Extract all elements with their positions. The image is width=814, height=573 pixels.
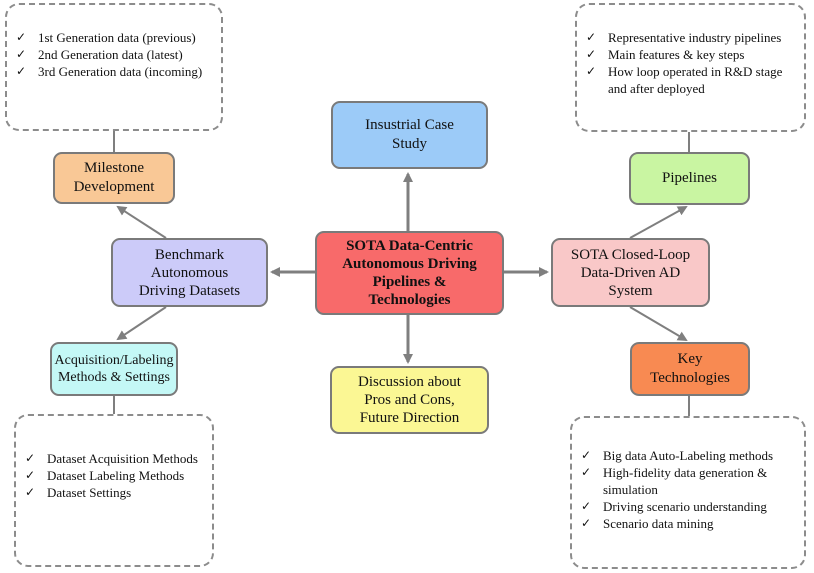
check-icon: ✓: [586, 30, 597, 44]
benchmark-line: Benchmark: [154, 246, 225, 263]
benchmark-line: Driving Datasets: [138, 282, 241, 299]
center-node-line: Autonomous Driving: [342, 256, 477, 272]
discussion-line: Discussion about: [358, 374, 461, 390]
check-icon: ✓: [581, 448, 592, 462]
check-icon: ✓: [16, 64, 27, 78]
center-node: SOTA Data-Centric Autonomous Driving Pip…: [315, 231, 504, 315]
pipelines-note-item: ✓Main features & key steps: [586, 47, 745, 62]
milestone-note: ✓1st Generation data (previous) ✓2nd Gen…: [5, 3, 223, 131]
key-technologies-note-item: ✓High-fidelity data generation & simulat…: [581, 465, 768, 497]
check-icon: ✓: [25, 468, 36, 482]
check-icon: ✓: [16, 47, 27, 61]
center-node-line: SOTA Data-Centric: [346, 238, 473, 254]
acquisition-node: Acquisition/Labeling Methods & Settings: [50, 342, 178, 396]
check-icon: ✓: [581, 499, 592, 513]
key-technologies-note-item: ✓Scenario data mining: [581, 516, 714, 531]
key-technologies-line: Key: [677, 351, 703, 367]
key-technologies-note-item: ✓Big data Auto-Labeling methods: [581, 448, 774, 463]
case-study-line: Insustrial Case: [365, 117, 454, 133]
milestone-node: Milestone Development: [53, 152, 175, 204]
key-technologies-node: Key Technologies: [630, 342, 750, 396]
check-icon: ✓: [16, 30, 27, 44]
milestone-note-item: ✓2nd Generation data (latest): [16, 47, 183, 62]
closed-loop-line: System: [608, 282, 653, 299]
key-technologies-note: ✓Big data Auto-Labeling methods ✓High-fi…: [570, 416, 806, 569]
check-icon: ✓: [586, 64, 597, 78]
acquisition-note-item: ✓Dataset Settings: [25, 485, 132, 500]
arrow-to-pipelines: [629, 206, 688, 239]
case-study-node: Insustrial Case Study: [331, 101, 488, 169]
arrow-to-key-technologies: [629, 306, 688, 342]
acquisition-note-item: ✓Dataset Acquisition Methods: [25, 451, 198, 466]
discussion-node: Discussion about Pros and Cons, Future D…: [330, 366, 489, 434]
acquisition-note-item: ✓Dataset Labeling Methods: [25, 468, 185, 483]
check-icon: ✓: [581, 465, 592, 479]
pipelines-node: Pipelines: [629, 152, 750, 205]
closed-loop-node: SOTA Closed-Loop Data-Driven AD System: [551, 238, 710, 307]
pipelines-note-item: ✓How loop operated in R&D stage and afte…: [586, 64, 783, 96]
closed-loop-line: SOTA Closed-Loop: [570, 246, 691, 263]
milestone-line: Milestone: [84, 160, 144, 176]
key-technologies-line: Technologies: [650, 370, 730, 386]
key-technologies-note-item: ✓Driving scenario understanding: [581, 499, 767, 514]
milestone-note-item: ✓1st Generation data (previous): [16, 30, 196, 45]
closed-loop-line: Data-Driven AD: [580, 264, 681, 281]
acquisition-note: ✓Dataset Acquisition Methods ✓Dataset La…: [14, 414, 214, 567]
check-icon: ✓: [25, 485, 36, 499]
milestone-line: Development: [73, 179, 155, 195]
pipelines-label: Pipelines: [662, 170, 717, 186]
case-study-line: Study: [391, 136, 427, 152]
center-node-line: Pipelines &: [372, 274, 447, 290]
discussion-line: Pros and Cons,: [364, 392, 455, 408]
pipelines-note: ✓Representative industry pipelines ✓Main…: [575, 3, 806, 132]
check-icon: ✓: [25, 451, 36, 465]
check-icon: ✓: [586, 47, 597, 61]
arrow-to-acquisition: [116, 306, 167, 341]
arrow-to-milestone: [116, 205, 167, 239]
discussion-line: Future Direction: [359, 410, 460, 426]
center-node-line: Technologies: [368, 292, 451, 308]
milestone-note-item: ✓3rd Generation data (incoming): [16, 64, 203, 79]
benchmark-node: Benchmark Autonomous Driving Datasets: [111, 238, 268, 307]
check-icon: ✓: [581, 516, 592, 530]
pipelines-note-item: ✓Representative industry pipelines: [586, 30, 782, 45]
benchmark-line: Autonomous: [150, 264, 229, 281]
acquisition-line: Acquisition/Labeling: [54, 353, 174, 368]
acquisition-line: Methods & Settings: [57, 370, 170, 385]
